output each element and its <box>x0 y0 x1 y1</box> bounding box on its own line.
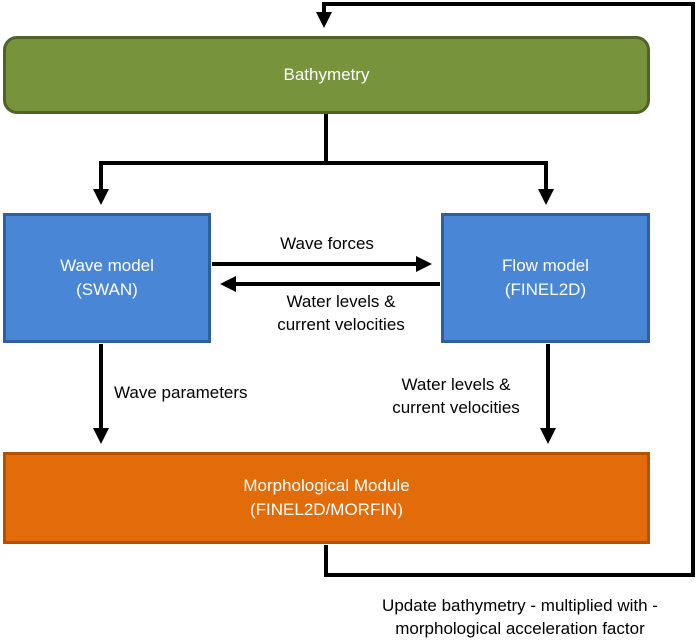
edge-label-update-bathymetry: Update bathymetry - multiplied with - mo… <box>350 594 690 640</box>
node-bathymetry-label: Bathymetry <box>283 65 370 84</box>
node-wave-model: Wave model (SWAN) <box>3 213 211 343</box>
node-flow-model-sublabel: (FINEL2D) <box>504 280 587 299</box>
edge-label-wave-forces-line: Wave forces <box>280 234 374 253</box>
node-bathymetry: Bathymetry <box>3 36 650 114</box>
node-wave-model-label: Wave model <box>60 256 154 275</box>
node-wave-model-sublabel: (SWAN) <box>76 280 138 299</box>
edge-label-update-bathymetry-line2: morphological acceleration factor <box>395 619 645 638</box>
edge-update-bathymetry <box>316 2 695 577</box>
edge-label-wave-parameters: Wave parameters <box>114 381 248 404</box>
node-flow-model: Flow model (FINEL2D) <box>441 213 650 343</box>
edge-label-water-levels-right: Water levels & current velocities <box>374 373 538 419</box>
edge-label-water-levels-mid: Water levels & current velocities <box>256 290 426 336</box>
edge-label-water-levels-right-line1: Water levels & <box>401 375 511 394</box>
node-morphological-module: Morphological Module (FINEL2D/MORFIN) <box>3 452 650 544</box>
edge-label-water-levels-mid-line1: Water levels & <box>286 292 396 311</box>
node-morph-label: Morphological Module <box>243 476 410 495</box>
edge-label-wave-parameters-line: Wave parameters <box>114 383 248 402</box>
edge-label-water-levels-right-line2: current velocities <box>392 398 520 417</box>
edge-label-update-bathymetry-line1: Update bathymetry - multiplied with - <box>382 596 658 615</box>
edge-label-wave-forces: Wave forces <box>262 232 392 255</box>
edge-label-water-levels-mid-line2: current velocities <box>277 315 405 334</box>
node-flow-model-label: Flow model <box>502 256 589 275</box>
node-morph-sublabel: (FINEL2D/MORFIN) <box>250 500 403 519</box>
